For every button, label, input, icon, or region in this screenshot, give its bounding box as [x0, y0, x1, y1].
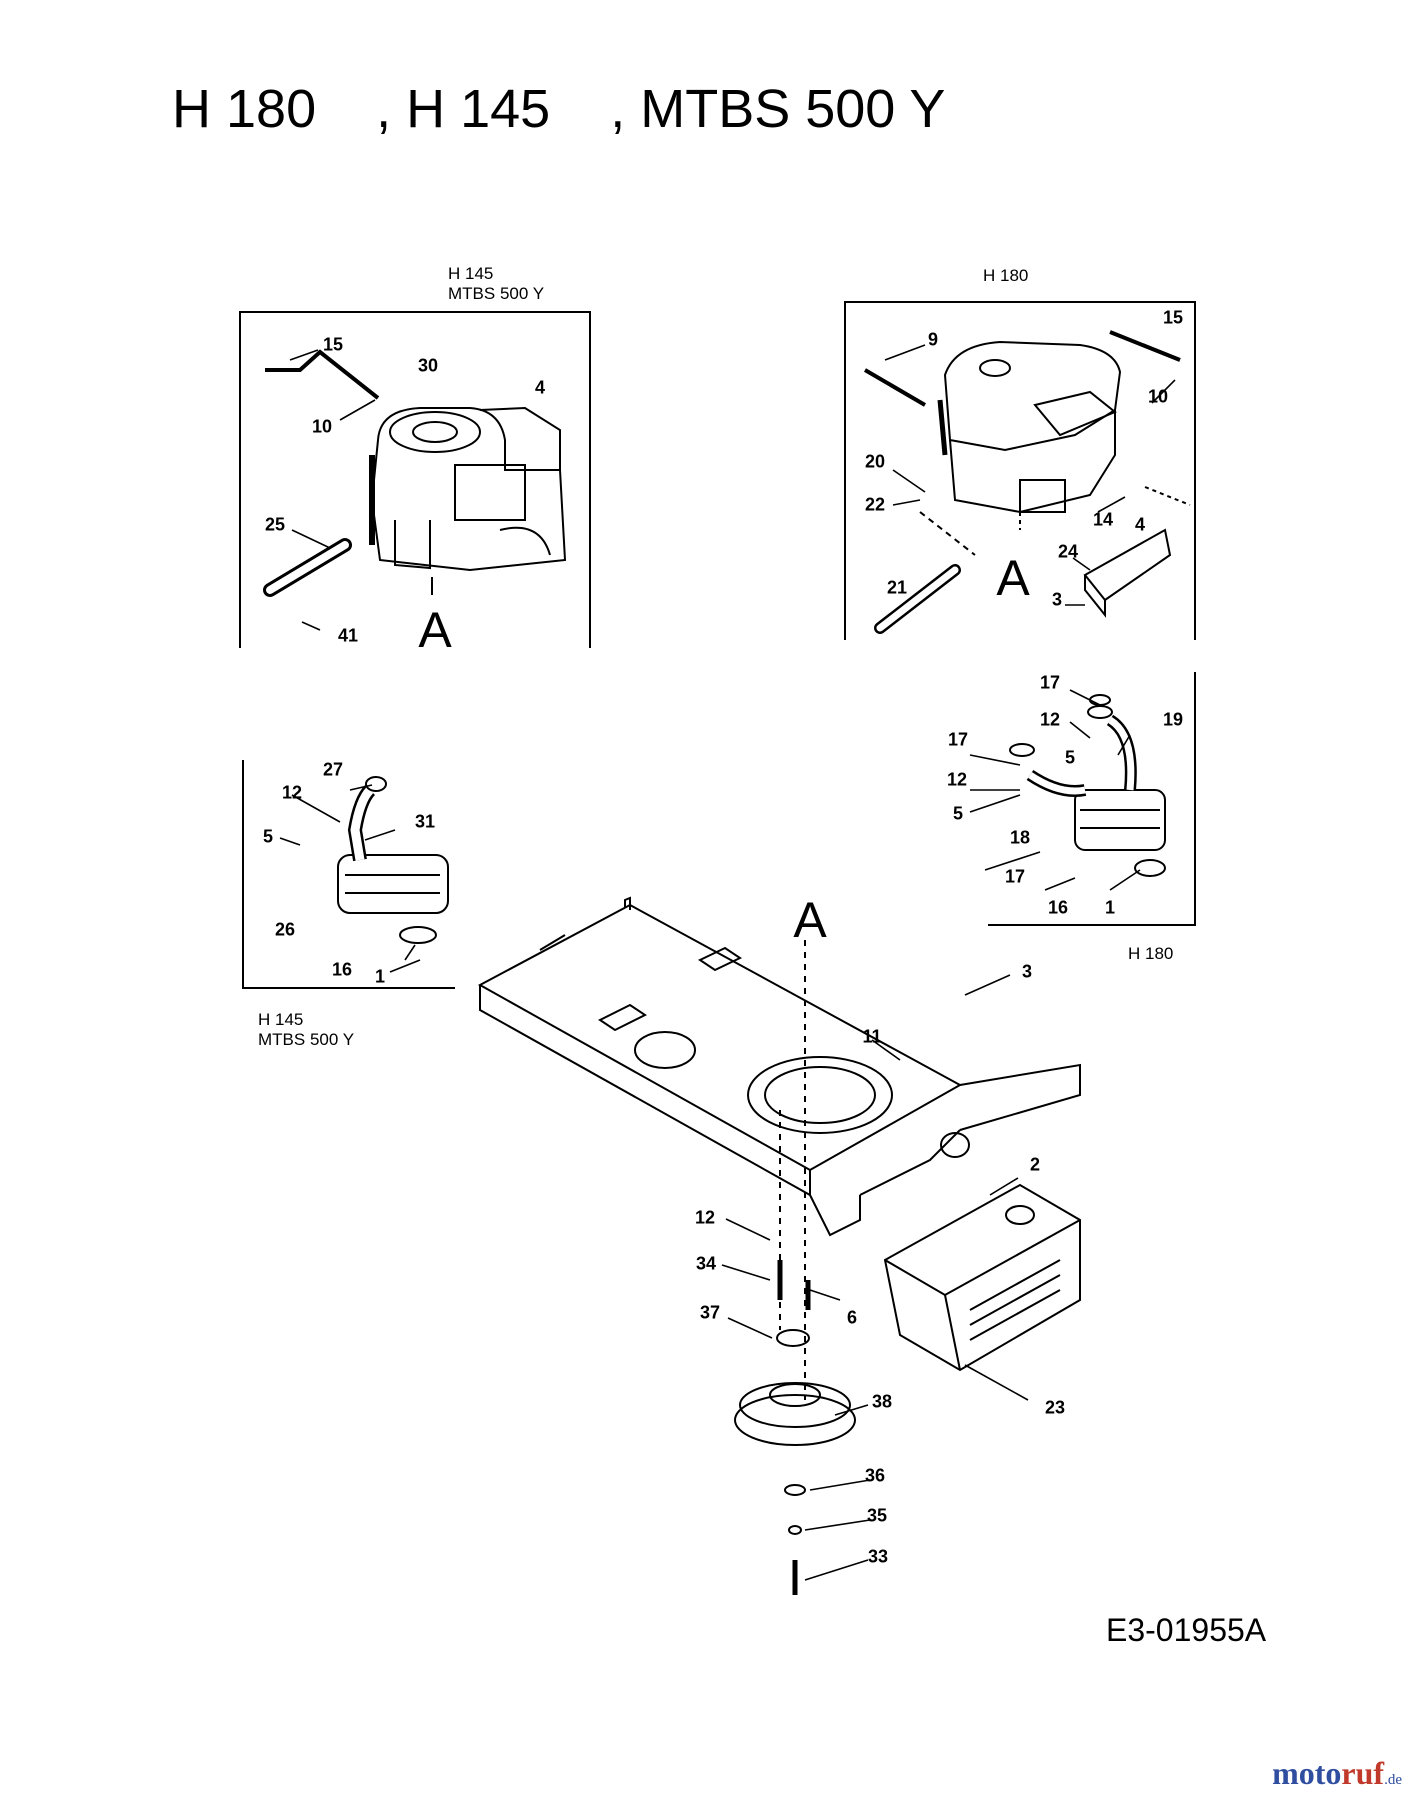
callout-number: 2 — [1029, 1154, 1041, 1175]
pulley-stack — [734, 940, 856, 1595]
ref-mark-a-top-right: A — [996, 550, 1030, 606]
callout-number: 25 — [264, 514, 286, 535]
callout-number: 9 — [927, 329, 939, 350]
callout-number: 16 — [331, 959, 353, 980]
engine-h180 — [863, 330, 1191, 634]
callout-number: 23 — [1044, 1397, 1066, 1418]
callout-number: 19 — [1162, 709, 1184, 730]
inset-frame-mid-right — [988, 672, 1196, 926]
callout-number: 17 — [947, 729, 969, 750]
callout-number: 18 — [1009, 827, 1031, 848]
callout-number: 11 — [862, 1026, 882, 1047]
callout-number: 1 — [1104, 897, 1116, 918]
callout-number: 12 — [1039, 709, 1061, 730]
page-title: H 180 , H 145 , MTBS 500 Y — [172, 79, 946, 139]
inset-label-mid-left: H 145 MTBS 500 Y — [258, 1010, 354, 1050]
inset-label-line: MTBS 500 Y — [448, 284, 545, 303]
rear-cover — [883, 1183, 1081, 1372]
inset-label-top-right: H 180 — [983, 266, 1029, 285]
callout-number: 16 — [1047, 897, 1069, 918]
muffler-h180 — [1009, 694, 1166, 877]
inset-label-line: H 145 — [258, 1010, 304, 1029]
brand-watermark: motoruf.de — [1272, 1755, 1402, 1792]
callout-number: 3 — [1051, 589, 1063, 610]
callout-number: 20 — [864, 451, 886, 472]
leader-arrows — [279, 344, 1176, 1581]
callout-number: 5 — [1064, 747, 1076, 768]
callout-number: 12 — [281, 782, 303, 803]
callout-number: 3 — [1021, 961, 1033, 982]
brand-part: .de — [1384, 1772, 1402, 1788]
inset-label-line: H 145 — [448, 264, 494, 283]
callout-number: 14 — [1092, 509, 1114, 530]
callout-number: 17 — [1039, 672, 1061, 693]
inset-label-mid-right: H 180 — [1128, 944, 1174, 963]
engine-h145 — [263, 349, 567, 597]
callout-number: 21 — [886, 577, 908, 598]
callout-number: 33 — [867, 1546, 889, 1567]
callout-number: 5 — [952, 803, 964, 824]
callout-number: 4 — [534, 377, 546, 398]
inset-label-top-left: H 145 MTBS 500 Y — [448, 264, 544, 304]
callout-number: 10 — [311, 416, 333, 437]
callout-number: 5 — [262, 826, 274, 847]
muffler-h145 — [337, 776, 449, 944]
diagram-code: E3-01955A — [1106, 1612, 1267, 1648]
callout-number: 38 — [871, 1391, 893, 1412]
ref-mark-a-main: A — [793, 892, 827, 948]
callout-number: 15 — [322, 334, 344, 355]
callout-number: 12 — [694, 1207, 716, 1228]
callout-number: 12 — [946, 769, 968, 790]
callout-number: 26 — [274, 919, 296, 940]
inset-frame-mid-left — [242, 760, 455, 989]
callout-number: 36 — [864, 1465, 886, 1486]
callout-number: 4 — [1134, 514, 1146, 535]
callout-number: 24 — [1057, 541, 1079, 562]
callout-number: 30 — [417, 355, 439, 376]
chassis-frame — [477, 896, 1081, 1237]
callout-number: 34 — [695, 1253, 717, 1274]
callout-number: 17 — [1004, 866, 1026, 887]
callout-number: 10 — [1147, 386, 1169, 407]
callout-number: 22 — [864, 494, 886, 515]
callout-number: 1 — [374, 966, 386, 987]
inset-frame-top-right — [844, 301, 1196, 640]
callout-number: 35 — [866, 1505, 888, 1526]
brand-part: ruf — [1341, 1755, 1385, 1791]
brand-part: moto — [1272, 1755, 1342, 1791]
ref-mark-a-top-left: A — [418, 602, 452, 658]
callout-number: 27 — [322, 759, 344, 780]
callout-number: 15 — [1162, 307, 1184, 328]
callout-number: 37 — [699, 1302, 721, 1323]
callout-number: 6 — [846, 1307, 858, 1328]
inset-label-line: MTBS 500 Y — [258, 1030, 355, 1049]
callout-number: 41 — [337, 625, 359, 646]
inset-frame-top-left — [239, 311, 591, 648]
callout-number: 31 — [414, 811, 436, 832]
